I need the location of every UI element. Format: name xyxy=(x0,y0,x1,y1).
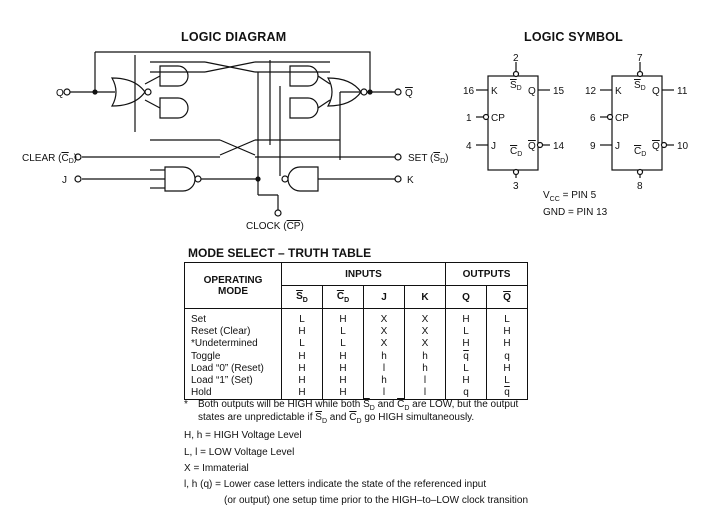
pin-q-1: 15 xyxy=(553,86,565,97)
mode-column: Set Reset (Clear) *Undetermined Toggle L… xyxy=(184,307,282,401)
table-row: Reset (Clear) xyxy=(191,326,251,338)
table-row: Hold xyxy=(191,387,212,399)
operating-mode-header: OPERATING MODE xyxy=(184,262,282,309)
block-1-cd-label: CD xyxy=(510,146,522,158)
logic-diagram-title: LOGIC DIAGRAM xyxy=(181,30,287,44)
power-pins: VCC = PIN 5 GND = PIN 13 xyxy=(543,189,607,219)
qbar-column: L H H q H L q xyxy=(486,307,528,401)
cd-header: CD xyxy=(322,285,364,309)
pin-j-1: 4 xyxy=(466,141,472,152)
block-2-q-label: Q xyxy=(652,86,660,97)
table-row: Set xyxy=(191,314,207,325)
gnd-pin: GND = PIN 13 xyxy=(543,207,608,218)
block-2-cd-label: CD xyxy=(634,146,646,158)
k-header: K xyxy=(404,285,446,309)
table-row: Load “1” (Set) xyxy=(191,375,253,387)
block-1-cp-label: CP xyxy=(491,113,505,124)
block-1-sd-label: SD xyxy=(510,80,522,92)
pin-q-2: 11 xyxy=(677,86,688,97)
block-1-qbar-label: Q xyxy=(528,141,536,152)
pin-j-2: 9 xyxy=(590,141,596,152)
svg-text:CLEAR (CD): CLEAR (CD) xyxy=(22,153,77,165)
set-input-label: SET (SD) xyxy=(408,153,448,165)
note-undetermined-2: states are unpredictable if SD and CD go… xyxy=(198,412,475,425)
logic-symbol-title: LOGIC SYMBOL xyxy=(524,30,623,44)
pin-cp-1: 1 xyxy=(466,113,472,124)
cd-column: H L L H H H H xyxy=(322,307,364,401)
note-undetermined-1: Both outputs will be HIGH while both SD … xyxy=(198,399,519,412)
pin-sd-1: 2 xyxy=(513,53,519,64)
block-1-j-label: J xyxy=(491,141,496,152)
k-input-label: K xyxy=(407,175,414,186)
block-2-j-label: J xyxy=(615,141,620,152)
note-high: H, h = HIGH Voltage Level xyxy=(184,430,302,441)
clear-input-label: CLEAR (CD) xyxy=(22,153,77,165)
note-low: L, l = LOW Voltage Level xyxy=(184,447,295,458)
note-immaterial: X = Immaterial xyxy=(184,463,249,474)
j-column: X X X h l h l xyxy=(363,307,405,401)
qbar-header: Q xyxy=(486,285,528,309)
pin-qbar-1: 14 xyxy=(553,141,565,152)
outputs-header: OUTPUTS xyxy=(445,262,528,286)
logic-symbol-block-1: 2 16 1 4 3 15 14 K CP J Q Q SD CD xyxy=(463,53,565,192)
pin-qbar-2: 10 xyxy=(677,141,689,152)
block-1-k-label: K xyxy=(491,86,498,97)
pin-sd-2: 7 xyxy=(637,53,643,64)
block-2-cp-label: CP xyxy=(615,113,629,124)
block-2-sd-label: SD xyxy=(634,80,646,92)
block-2-k-label: K xyxy=(615,86,622,97)
inputs-header: INPUTS xyxy=(281,262,446,286)
block-2-qbar-label: Q xyxy=(652,141,660,152)
note-lowercase-1: l, h (q) = Lower case letters indicate t… xyxy=(184,479,487,490)
table-row: Load “0” (Reset) xyxy=(191,362,264,374)
q-column: H L H q L H q xyxy=(445,307,487,401)
note-star: * xyxy=(184,399,188,410)
q-output-label: Q xyxy=(56,88,64,99)
logic-diagram: Q Q CLEAR (CD) J SET (SD) K CLOCK (CP) 2… xyxy=(22,51,689,232)
clock-input-label: CLOCK (CP) xyxy=(246,221,304,232)
note-lowercase-2: (or output) one setup time prior to the … xyxy=(224,495,529,506)
svg-text:CLOCK (CP): CLOCK (CP) xyxy=(246,221,304,232)
q-bar-output-label: Q xyxy=(405,88,413,99)
k-column: X X X h h l l xyxy=(404,307,446,401)
vcc-pin: VCC = PIN 5 xyxy=(543,190,597,203)
j-header: J xyxy=(363,285,405,309)
table-row: *Undetermined xyxy=(191,338,258,350)
pin-cd-1: 3 xyxy=(513,181,519,192)
truth-table: OPERATING MODE INPUTS OUTPUTS SD CD J K … xyxy=(184,262,528,401)
pin-cp-2: 6 xyxy=(590,113,596,124)
pin-k-2: 12 xyxy=(585,86,597,97)
pin-cd-2: 8 xyxy=(637,181,643,192)
block-1-q-label: Q xyxy=(528,86,536,97)
sd-column: L H L H H H H xyxy=(281,307,323,401)
truth-table-title: MODE SELECT – TRUTH TABLE xyxy=(188,246,372,260)
sd-header: SD xyxy=(281,285,323,309)
q-header: Q xyxy=(445,285,487,309)
svg-text:SET (SD): SET (SD) xyxy=(408,153,448,165)
table-row: Toggle xyxy=(191,350,221,362)
logic-symbol-block-2: 7 12 6 9 8 11 10 K CP J Q Q SD CD xyxy=(585,53,689,192)
j-input-label: J xyxy=(62,175,67,186)
pin-k-1: 16 xyxy=(463,86,475,97)
